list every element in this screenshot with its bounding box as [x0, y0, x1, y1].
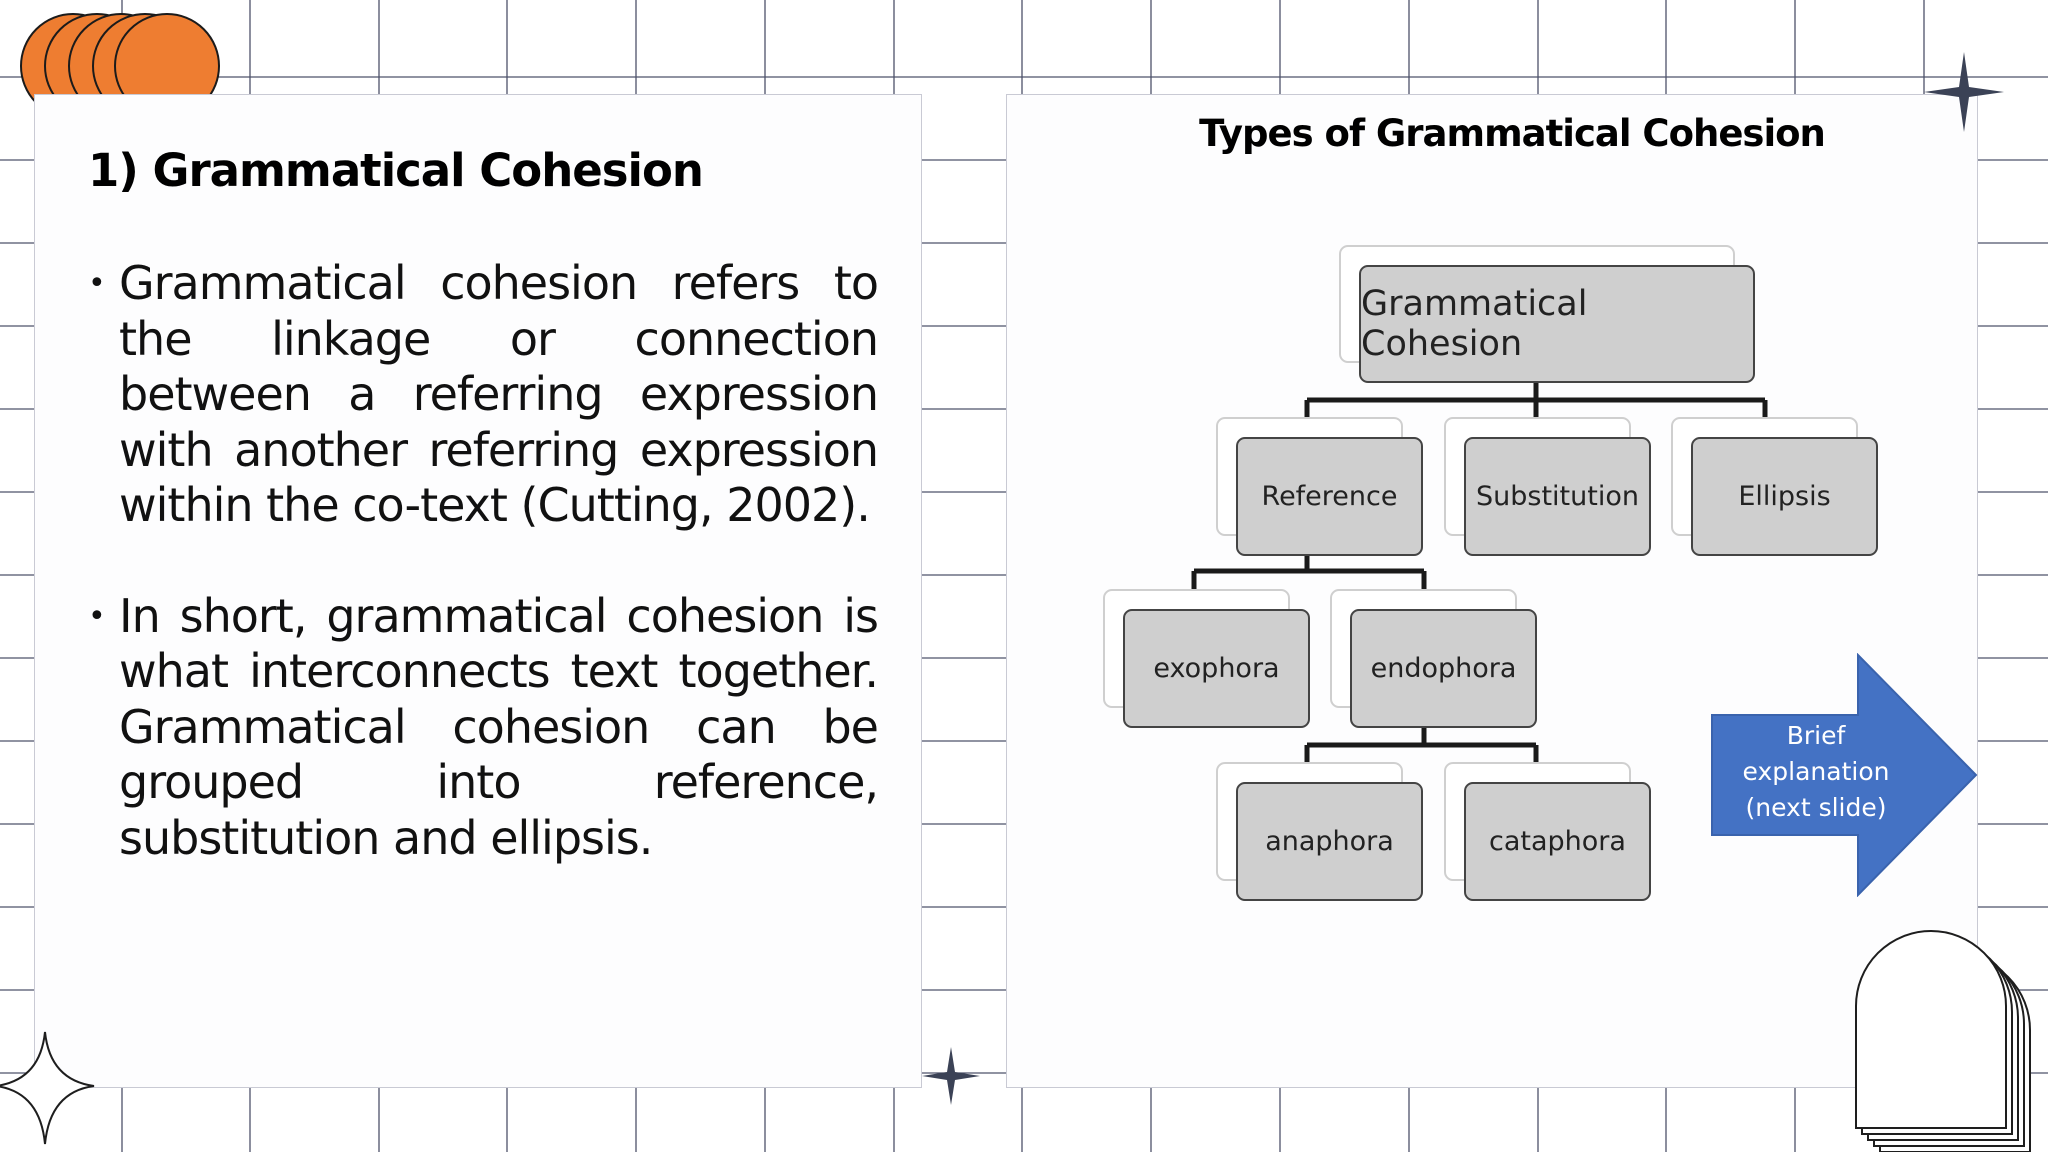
callout-line: (next slide) — [1745, 793, 1887, 822]
callout-label: Brief explanation (next slide) — [1716, 718, 1916, 826]
bullet-dot: • — [88, 598, 106, 634]
stacked-arch-decoration — [1855, 930, 2031, 1152]
node-anaphora: anaphora — [1216, 762, 1423, 901]
node-label: Grammatical Cohesion — [1359, 265, 1755, 383]
node-ellipsis: Ellipsis — [1671, 417, 1878, 556]
node-endophora: endophora — [1330, 589, 1537, 728]
node-label: cataphora — [1464, 782, 1651, 901]
text-panel — [34, 94, 922, 1088]
bullet-item: • In short, grammatical cohesion is what … — [88, 588, 879, 867]
node-grammatical-cohesion: Grammatical Cohesion — [1339, 245, 1755, 383]
node-reference: Reference — [1216, 417, 1423, 556]
right-arrow-callout[interactable] — [1710, 653, 1980, 897]
callout-line: Brief — [1786, 721, 1846, 750]
node-label: Reference — [1236, 437, 1423, 556]
bullet-item: • Grammatical cohesion refers to the link… — [88, 256, 879, 534]
sparkle-star-icon — [1924, 52, 2004, 132]
bullet-list: • Grammatical cohesion refers to the link… — [88, 256, 879, 921]
bullet-text: Grammatical cohesion refers to the linka… — [119, 256, 879, 532]
node-label: anaphora — [1236, 782, 1423, 901]
sparkle-outline-star-icon — [0, 1031, 95, 1145]
node-substitution: Substitution — [1444, 417, 1651, 556]
node-label: exophora — [1123, 609, 1310, 728]
slide-title: 1) Grammatical Cohesion — [88, 144, 704, 197]
node-label: endophora — [1350, 609, 1537, 728]
diagram-title: Types of Grammatical Cohesion — [1199, 112, 1826, 155]
node-label: Ellipsis — [1691, 437, 1878, 556]
callout-line: explanation — [1742, 757, 1890, 786]
bullet-text: In short, grammatical cohesion is what i… — [119, 588, 879, 865]
node-exophora: exophora — [1103, 589, 1310, 728]
bullet-dot: • — [88, 266, 106, 301]
sparkle-star-icon — [922, 1047, 980, 1105]
node-cataphora: cataphora — [1444, 762, 1651, 901]
node-label: Substitution — [1464, 437, 1651, 556]
orange-circles-decoration — [20, 13, 220, 119]
